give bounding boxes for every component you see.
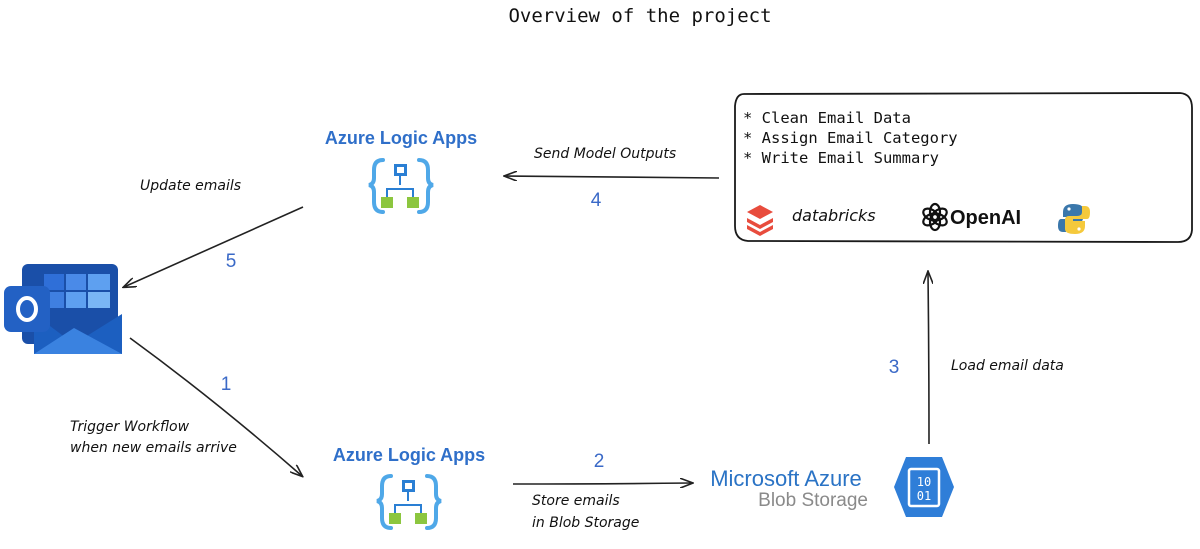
step-number-2: 2 (594, 451, 605, 472)
arrow-step-2 (512, 483, 692, 484)
blob-icon-bits-2: 01 (917, 489, 931, 503)
blob-storage-subtitle: Blob Storage (758, 490, 868, 511)
logic-apps-bottom-node: Azure Logic Apps (333, 445, 485, 530)
logic-apps-icon (376, 474, 442, 530)
step-1-label-line-1: Trigger Workflow (70, 419, 190, 435)
blob-icon-bits-1: 10 (917, 475, 931, 489)
openai-label: OpenAI (950, 207, 1021, 229)
blob-storage-title: Microsoft Azure (710, 466, 862, 491)
processing-box: * Clean Email Data * Assign Email Catego… (734, 92, 1193, 243)
arrow-step-3 (928, 272, 929, 445)
step-number-4: 4 (591, 190, 602, 211)
openai-icon (922, 202, 948, 232)
blob-storage-node: Microsoft Azure Blob Storage 10 01 (710, 457, 954, 517)
arrow-step-1 (129, 337, 302, 476)
logic-apps-icon (368, 158, 434, 214)
task-clean-email-data: * Clean Email Data (743, 109, 911, 127)
step-3-label: Load email data (951, 358, 1064, 374)
step-number-5: 5 (226, 251, 237, 272)
python-icon (1058, 204, 1090, 234)
step-number-3: 3 (889, 357, 900, 378)
arrow-step-5 (124, 206, 304, 287)
diagram-title: Overview of the project (508, 5, 771, 27)
step-2-label-line-1: Store emails (532, 493, 620, 509)
logic-apps-bottom-label: Azure Logic Apps (333, 445, 485, 465)
logic-apps-top-label: Azure Logic Apps (325, 128, 477, 148)
step-2-label-line-2: in Blob Storage (532, 515, 639, 531)
databricks-icon (747, 205, 773, 236)
task-assign-email-category: * Assign Email Category (743, 129, 958, 147)
outlook-icon (4, 264, 122, 354)
logic-apps-top-node: Azure Logic Apps (325, 128, 477, 214)
step-1-label-line-2: when new emails arrive (70, 440, 237, 456)
step-number-1: 1 (221, 374, 232, 395)
arrow-step-4 (505, 176, 720, 178)
task-write-email-summary: * Write Email Summary (743, 149, 939, 167)
step-5-label: Update emails (140, 178, 241, 194)
step-4-label: Send Model Outputs (534, 146, 676, 162)
databricks-label: databricks (792, 206, 876, 225)
blob-storage-icon: 10 01 (894, 457, 954, 517)
